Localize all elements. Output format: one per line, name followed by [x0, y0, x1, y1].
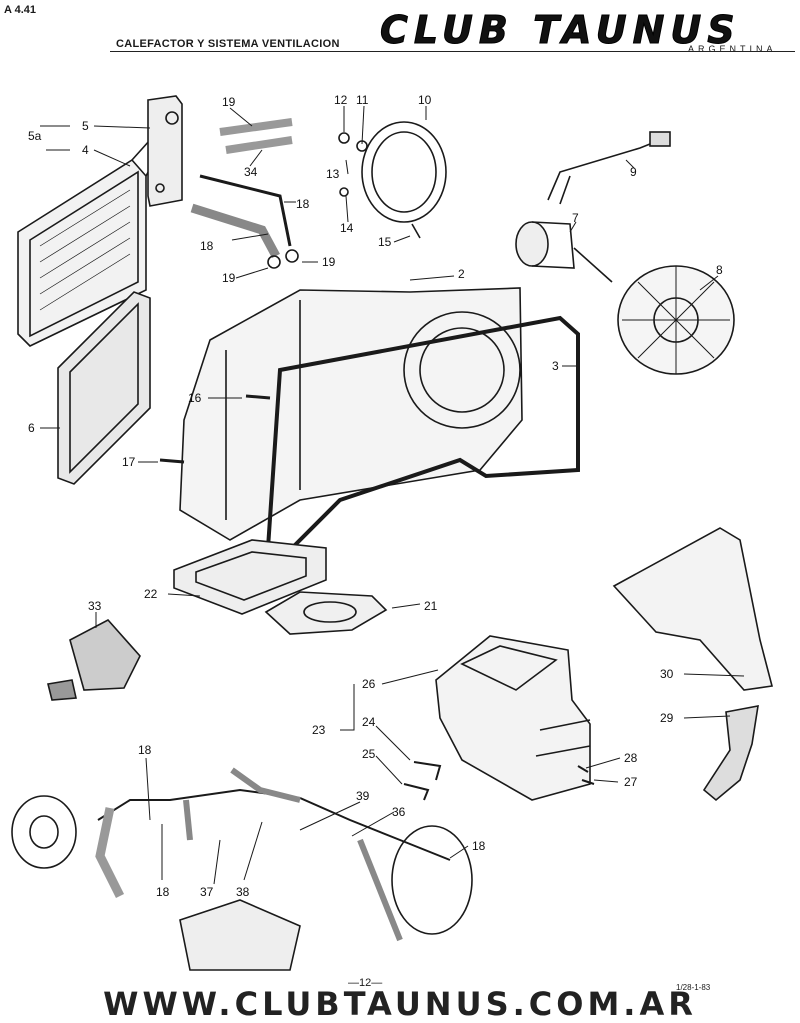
- callout-23: 23: [312, 723, 326, 737]
- callout-18-upper: 18: [296, 197, 310, 211]
- seal-part: [57, 291, 151, 485]
- callout-18-engine-right: 18: [472, 839, 486, 853]
- callout-26: 26: [362, 677, 376, 691]
- callout-39: 39: [356, 789, 370, 803]
- heater-housing-part: [179, 287, 523, 541]
- callout-38: 38: [236, 885, 250, 899]
- clip-part: [403, 761, 595, 801]
- callout-8: 8: [716, 263, 723, 277]
- brand-subtitle: ARGENTINA: [688, 44, 777, 54]
- callout-5a: 5a: [28, 129, 42, 143]
- callout-24: 24: [362, 715, 376, 729]
- exploded-diagram: 5 5a 4 6 19 34 18 18 19 19 12 11 10 13 1…: [11, 93, 774, 971]
- callout-6: 6: [28, 421, 35, 435]
- callout-25: 25: [362, 747, 376, 761]
- callout-18-lower: 18: [200, 239, 214, 253]
- callout-21: 21: [424, 599, 438, 613]
- page-code: A 4.41: [4, 4, 37, 16]
- callout-18-engine-bottom: 18: [156, 885, 170, 899]
- callout-5: 5: [82, 119, 89, 133]
- callout-14: 14: [340, 221, 354, 235]
- callout-15: 15: [378, 235, 392, 249]
- callout-7: 7: [572, 211, 579, 225]
- water-valve-part: [47, 619, 141, 701]
- callout-18-engine-left: 18: [138, 743, 152, 757]
- callout-9: 9: [630, 165, 637, 179]
- callout-2: 2: [458, 267, 465, 281]
- fan-ring-part: [338, 121, 447, 239]
- header-rule: [110, 51, 795, 52]
- air-distributor-part: [435, 635, 591, 801]
- callout-36: 36: [392, 805, 406, 819]
- screw-part: [159, 394, 271, 464]
- callout-16: 16: [188, 391, 202, 405]
- callout-19-top: 19: [222, 95, 236, 109]
- callout-3: 3: [552, 359, 559, 373]
- drain-plate-part: [264, 591, 388, 635]
- ventilation-duct-part: [612, 527, 774, 691]
- document-code: 1/28-1-83: [676, 983, 711, 992]
- callout-12: 12: [334, 93, 348, 107]
- callout-33: 33: [88, 599, 102, 613]
- leader-lines: [40, 105, 745, 885]
- page-number: —12—: [348, 977, 383, 989]
- callout-11: 11: [356, 93, 369, 107]
- callout-19-right: 19: [322, 255, 336, 269]
- engine-area-part: [11, 767, 473, 971]
- fan-wheel-part: [617, 265, 735, 375]
- wiring-harness-part: [547, 131, 671, 205]
- callout-30: 30: [660, 667, 674, 681]
- callout-22: 22: [144, 587, 158, 601]
- hose-part: [190, 118, 299, 269]
- blower-motor-part: [515, 221, 613, 283]
- callout-28: 28: [624, 751, 638, 765]
- brand-logo: CLUB TAUNUS: [380, 8, 741, 53]
- base-seal-part: [173, 539, 327, 615]
- callout-13: 13: [326, 167, 340, 181]
- callout-34: 34: [244, 165, 258, 179]
- callout-27: 27: [624, 775, 638, 789]
- diagram-title: CALEFACTOR Y SISTEMA VENTILACION: [116, 38, 340, 50]
- callout-19-left: 19: [222, 271, 236, 285]
- callout-29: 29: [660, 711, 674, 725]
- duct-hose-part: [702, 705, 759, 802]
- callout-10: 10: [418, 93, 432, 107]
- callout-4: 4: [82, 143, 89, 157]
- website-url: WWW.CLUBTAUNUS.COM.AR: [103, 985, 697, 1023]
- callout-17: 17: [122, 455, 136, 469]
- callout-37: 37: [200, 885, 214, 899]
- bracket-part: [147, 95, 183, 207]
